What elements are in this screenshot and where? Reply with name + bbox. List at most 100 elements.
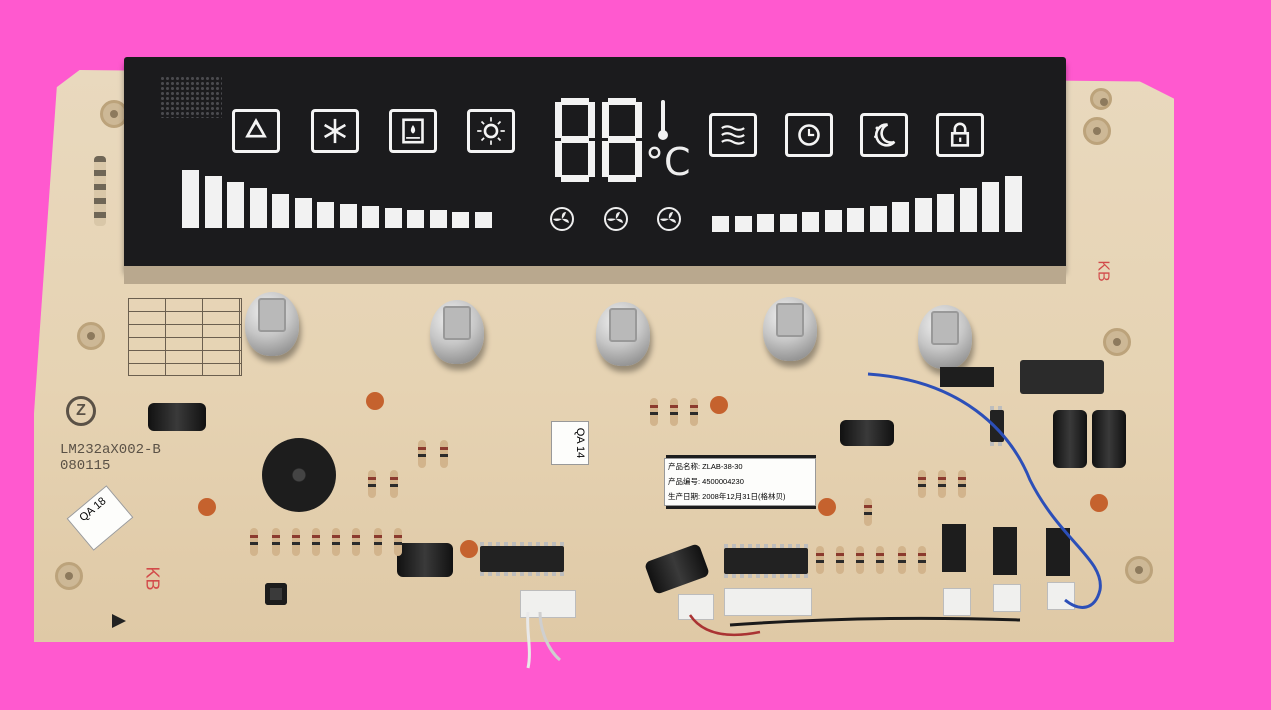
electrolytic-capacitor <box>1092 410 1126 468</box>
wire-connector[interactable] <box>724 588 812 616</box>
resistor <box>938 470 946 498</box>
ceramic-capacitor <box>710 396 728 414</box>
resistor <box>352 528 360 556</box>
mounting-hole <box>1083 117 1111 145</box>
display-frame <box>124 266 1066 284</box>
resistor <box>864 498 872 526</box>
level-bar-left <box>227 182 244 228</box>
reset-button[interactable] <box>265 583 287 605</box>
level-bar-left <box>272 194 289 228</box>
arrow-marker-icon <box>112 614 126 628</box>
level-bar-right <box>734 216 752 232</box>
fan-icon <box>656 206 682 232</box>
resistor <box>332 528 340 556</box>
tactile-button[interactable] <box>918 305 972 369</box>
level-bar-left <box>249 188 267 228</box>
tactile-button[interactable] <box>245 292 299 356</box>
resistor <box>690 398 698 426</box>
level-bar-right <box>779 214 797 232</box>
level-bar-left <box>384 208 402 228</box>
level-bar-right <box>937 194 954 232</box>
mounting-hole <box>77 322 105 350</box>
snowflake-icon <box>311 109 359 153</box>
electrolytic-capacitor <box>1053 410 1087 468</box>
tactile-button[interactable] <box>763 297 817 361</box>
resistor <box>876 546 884 574</box>
resistor <box>272 528 280 556</box>
dot-grid <box>160 76 222 118</box>
level-bar-right <box>712 216 729 232</box>
dehumidify-icon <box>389 109 437 153</box>
resistor <box>670 398 678 426</box>
celsius-unit: °C <box>645 140 691 184</box>
level-bar-left <box>407 210 424 228</box>
recycle-icon <box>232 109 280 153</box>
electrolytic-capacitor <box>840 420 894 446</box>
kb-mark: KB <box>1094 260 1112 282</box>
resistor <box>250 528 258 556</box>
tactile-button[interactable] <box>596 302 650 366</box>
wire-connector[interactable] <box>678 594 714 620</box>
clock-icon <box>785 113 833 157</box>
level-bar-right <box>1004 176 1022 232</box>
date-code: 080115 <box>60 458 111 474</box>
mounting-hole <box>1103 328 1131 356</box>
transistor-pack <box>940 367 994 387</box>
ceramic-capacitor <box>818 498 836 516</box>
seven-segment-digit <box>555 98 595 182</box>
resistor <box>312 528 320 556</box>
resistor <box>898 546 906 574</box>
lock-icon <box>936 113 984 157</box>
seven-segment-digit <box>602 98 642 182</box>
resistor <box>394 528 402 556</box>
ceramic-capacitor <box>1090 494 1108 512</box>
level-bar-right <box>869 206 887 232</box>
electrolytic-capacitor <box>397 543 453 577</box>
resistor <box>856 546 864 574</box>
fan-icon <box>603 206 629 232</box>
level-bar-right <box>959 188 977 232</box>
qa-sticker: QA 14 <box>551 421 589 465</box>
resistor <box>816 546 824 574</box>
resistor <box>374 528 382 556</box>
thermometer-icon <box>658 100 668 142</box>
heat-waves-icon <box>709 113 757 157</box>
z-logo: Z <box>66 396 96 426</box>
fan-icon <box>549 206 575 232</box>
level-bar-left <box>362 206 379 228</box>
lcd-display-panel <box>124 57 1066 269</box>
level-bar-right <box>982 182 999 232</box>
voltage-regulator <box>1020 360 1104 394</box>
level-bar-left <box>339 204 357 228</box>
level-bar-left <box>317 202 334 228</box>
level-bar-left <box>452 212 469 228</box>
kb-mark: KB <box>142 566 163 591</box>
resistor <box>418 440 426 468</box>
level-bar-left <box>182 170 199 228</box>
level-bar-left <box>204 176 222 228</box>
resistor <box>918 546 926 574</box>
wire-connector[interactable] <box>520 590 576 618</box>
relay <box>1046 528 1070 576</box>
tactile-button[interactable] <box>430 300 484 364</box>
mounting-hole <box>55 562 83 590</box>
wire-connector[interactable] <box>993 584 1021 612</box>
electrolytic-capacitor <box>148 403 206 431</box>
mounting-hole <box>1125 556 1153 584</box>
chip-label-line1: 产品名称: ZLAB-38-30 <box>668 462 743 471</box>
resistor <box>918 470 926 498</box>
level-bar-right <box>802 212 819 232</box>
resistor <box>292 528 300 556</box>
wire-connector[interactable] <box>1047 582 1075 610</box>
wire-connector[interactable] <box>943 588 971 616</box>
sun-icon <box>467 109 515 153</box>
pin-header <box>94 156 106 226</box>
sleep-moon-icon <box>860 113 908 157</box>
buzzer <box>262 438 336 512</box>
integrated-circuit <box>990 406 1004 446</box>
ceramic-capacitor <box>198 498 216 516</box>
level-bar-right <box>847 208 864 232</box>
resistor <box>368 470 376 498</box>
resistor <box>958 470 966 498</box>
ceramic-capacitor <box>460 540 478 558</box>
